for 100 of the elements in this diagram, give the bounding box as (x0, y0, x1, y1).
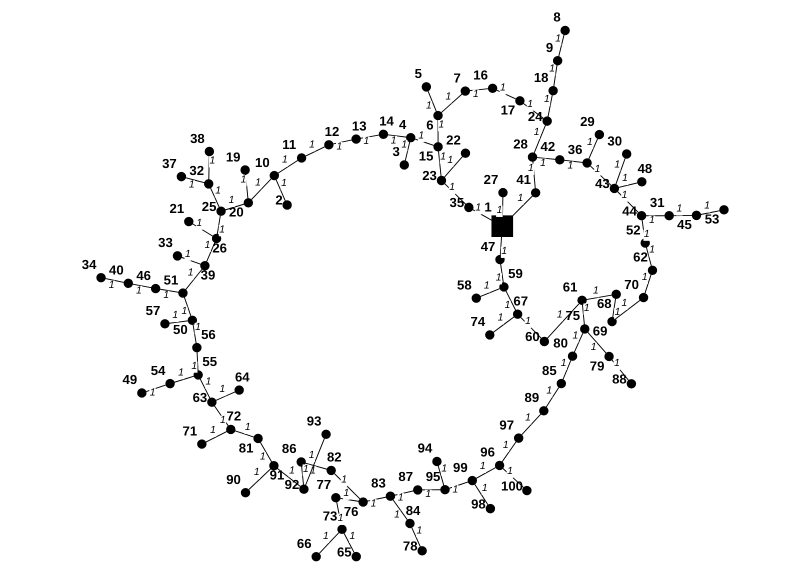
connector (174, 376, 194, 383)
node-label: 58 (456, 277, 472, 292)
edge-label: 1 (214, 185, 221, 196)
edge-label: 1 (416, 525, 422, 536)
node-circle (594, 130, 604, 140)
node-circle (636, 211, 646, 220)
node-circle (192, 342, 202, 352)
connector (492, 316, 514, 333)
node-label: 26 (212, 240, 226, 256)
node-circle (552, 56, 562, 66)
connector (499, 236, 502, 256)
node-circle (196, 439, 206, 449)
connector (618, 182, 638, 188)
edge-label: 1 (288, 465, 294, 476)
node-circle (647, 266, 657, 275)
node-label: 21 (169, 200, 184, 216)
edge-label: 1 (172, 310, 178, 322)
node-label: 82 (326, 450, 342, 465)
edge-label: 1 (162, 290, 169, 302)
connector (192, 324, 196, 344)
edge-label: 1 (495, 272, 502, 284)
edge-label: 1 (446, 154, 453, 166)
node-label: 31 (649, 194, 664, 210)
edge-label: 1 (259, 452, 266, 463)
node-label: 5 (414, 66, 422, 82)
node-label: 73 (322, 508, 337, 524)
edge-label: 1 (308, 450, 314, 462)
node-circle (514, 96, 524, 106)
edge-label: 1 (218, 384, 225, 396)
node-label: 38 (190, 130, 204, 146)
node-label: 90 (226, 472, 240, 487)
node-label: 95 (425, 468, 440, 484)
node-label: 3 (392, 144, 400, 160)
connector (199, 378, 210, 399)
connector (168, 320, 188, 324)
node-circle (187, 316, 197, 326)
edge-label: 1 (483, 280, 490, 292)
node-circle (324, 140, 334, 150)
node-label: 23 (422, 168, 436, 184)
node-label: 50 (172, 322, 188, 338)
node-circle (311, 552, 320, 562)
connector (585, 294, 612, 300)
edge-label: 1 (280, 178, 286, 190)
node-label: 91 (269, 468, 284, 483)
node-label: 86 (281, 441, 296, 456)
edge-label: 1 (560, 358, 566, 370)
connector (522, 103, 544, 119)
node-label: 54 (150, 362, 165, 378)
node-label: 68 (596, 296, 612, 312)
node-circle (606, 316, 616, 326)
edge-label: 1 (418, 130, 424, 142)
connector (206, 242, 215, 262)
node-label: 65 (336, 544, 352, 560)
edge-label: 1 (394, 509, 400, 520)
node-circle (522, 486, 532, 496)
node-label: 24 (527, 108, 542, 124)
connector (589, 166, 611, 186)
node-label: 10 (254, 154, 270, 170)
node-circle (527, 152, 537, 162)
node-label: 12 (324, 124, 339, 140)
node-circle (176, 172, 186, 182)
edge-label: 1 (187, 267, 194, 278)
edge-label: 1 (622, 173, 628, 184)
node-circle (416, 546, 426, 556)
node-label: 87 (398, 469, 413, 484)
node-label: 93 (306, 414, 321, 429)
edge-label: 1 (220, 415, 226, 426)
edge-label: 1 (426, 100, 432, 112)
node-circle (640, 238, 650, 248)
node-label: 7 (453, 70, 460, 86)
edge-label: 1 (586, 136, 592, 148)
edge-label: 1 (240, 174, 246, 186)
node-label: 30 (606, 133, 622, 148)
connector (224, 204, 244, 210)
edge-label: 1 (590, 342, 596, 354)
connector (500, 263, 504, 283)
edge-label: 1 (188, 180, 194, 191)
node-circle (298, 484, 308, 494)
edge-label: 1 (322, 531, 328, 542)
connector (410, 527, 420, 548)
node-circle (638, 292, 648, 302)
node-circle (621, 149, 631, 159)
node-label: 9 (545, 40, 553, 55)
edge-label: 1 (210, 424, 216, 436)
node-label: 33 (158, 235, 172, 250)
connector (208, 155, 210, 180)
connector (304, 438, 324, 486)
edge-label: 1 (308, 139, 314, 150)
node-label: 69 (592, 323, 607, 338)
edge-label: 1 (349, 530, 355, 542)
edge-label: 1 (614, 358, 620, 370)
edge-label: 1 (343, 488, 349, 499)
node-circle (460, 86, 470, 96)
node-circle (460, 148, 470, 158)
node-label: 83 (370, 475, 386, 490)
connector (427, 90, 436, 112)
node-circle (556, 378, 566, 388)
node-label: 20 (228, 204, 244, 220)
connector (440, 94, 462, 114)
edge-label: 1 (181, 306, 187, 317)
